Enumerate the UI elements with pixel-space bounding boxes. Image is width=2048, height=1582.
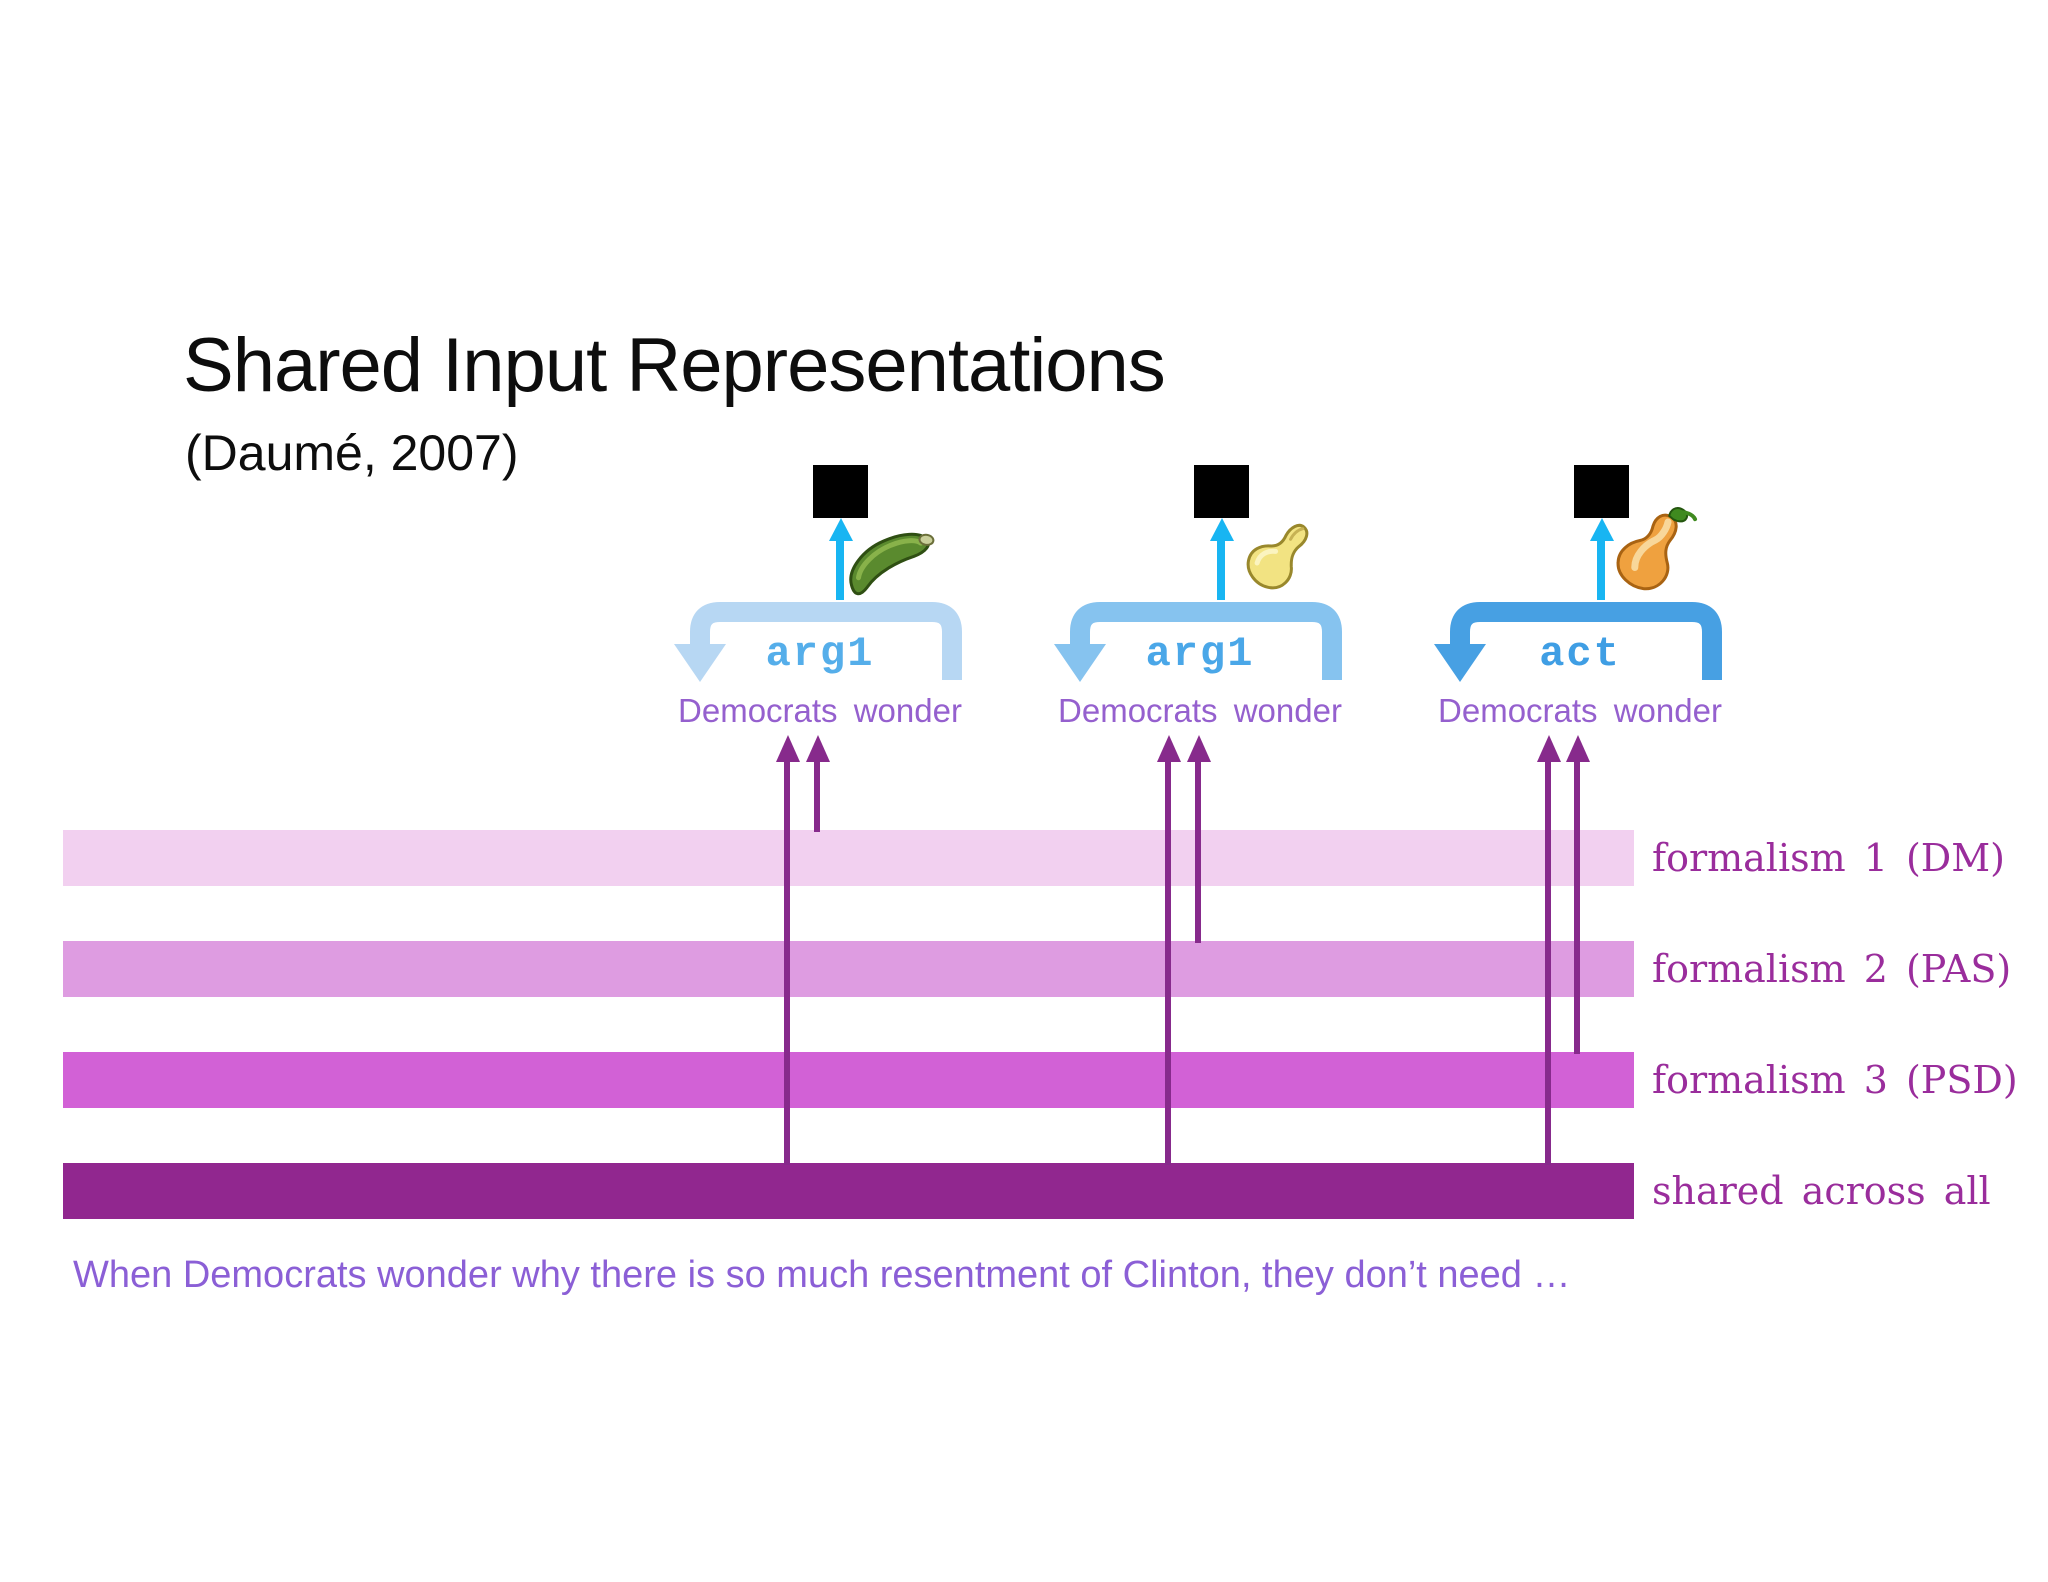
arc-arrowhead-icon — [1054, 644, 1106, 682]
bar-label-formalism-1: formalism 1 (DM) — [1652, 836, 2005, 880]
alignment-arrow-shared-3 — [1545, 760, 1551, 1165]
alignment-arrow-shared-1 — [784, 760, 790, 1165]
alignment-arrowhead-icon — [1187, 735, 1211, 762]
arc-arrowhead-icon — [674, 644, 726, 682]
zucchini-icon — [849, 532, 935, 596]
dependency-arc-3 — [1434, 602, 1722, 682]
yellow-gourd-icon — [1246, 523, 1309, 590]
up-arrow-icon — [1590, 518, 1614, 541]
bar-shared — [63, 1163, 1634, 1219]
embedding-square-1 — [813, 465, 868, 518]
page-title: Shared Input Representations — [183, 323, 1166, 408]
bar-formalism-3 — [63, 1052, 1634, 1108]
alignment-arrowhead-icon — [806, 735, 830, 762]
up-arrow-shaft — [836, 540, 844, 600]
dependency-arc-2 — [1054, 602, 1342, 682]
dependency-arc-1 — [674, 602, 962, 682]
up-arrow-shaft — [1217, 540, 1225, 600]
bar-formalism-1 — [63, 830, 1634, 886]
alignment-arrow-formalism3 — [1574, 760, 1580, 1054]
arc-label-1: arg1 — [765, 630, 875, 678]
alignment-arrowhead-icon — [776, 735, 800, 762]
up-arrow-icon — [829, 518, 853, 541]
arc-label-2: arg1 — [1145, 630, 1255, 678]
alignment-arrow-formalism2 — [1195, 760, 1201, 943]
alignment-arrow-shared-2 — [1165, 760, 1171, 1165]
citation: (Daumé, 2007) — [185, 425, 519, 481]
alignment-arrowhead-icon — [1157, 735, 1181, 762]
phrase-1: Democrats wonder — [678, 692, 962, 729]
alignment-arrowhead-icon — [1537, 735, 1561, 762]
up-arrow-shaft — [1597, 540, 1605, 600]
bar-formalism-2 — [63, 941, 1634, 997]
butternut-squash-icon — [1616, 507, 1698, 591]
bar-label-formalism-2: formalism 2 (PAS) — [1652, 947, 2012, 991]
arc-arrowhead-icon — [1434, 644, 1486, 682]
embedding-square-3 — [1574, 465, 1629, 518]
alignment-arrow-formalism1 — [814, 760, 820, 832]
up-arrow-icon — [1210, 518, 1234, 541]
example-sentence: When Democrats wonder why there is so mu… — [73, 1254, 1571, 1296]
phrase-3: Democrats wonder — [1438, 692, 1722, 729]
bar-label-shared: shared across all — [1652, 1169, 1991, 1213]
embedding-square-2 — [1194, 465, 1249, 518]
arc-label-3: act — [1539, 630, 1621, 678]
phrase-2: Democrats wonder — [1058, 692, 1342, 729]
bar-label-formalism-3: formalism 3 (PSD) — [1652, 1058, 2018, 1102]
alignment-arrowhead-icon — [1566, 735, 1590, 762]
